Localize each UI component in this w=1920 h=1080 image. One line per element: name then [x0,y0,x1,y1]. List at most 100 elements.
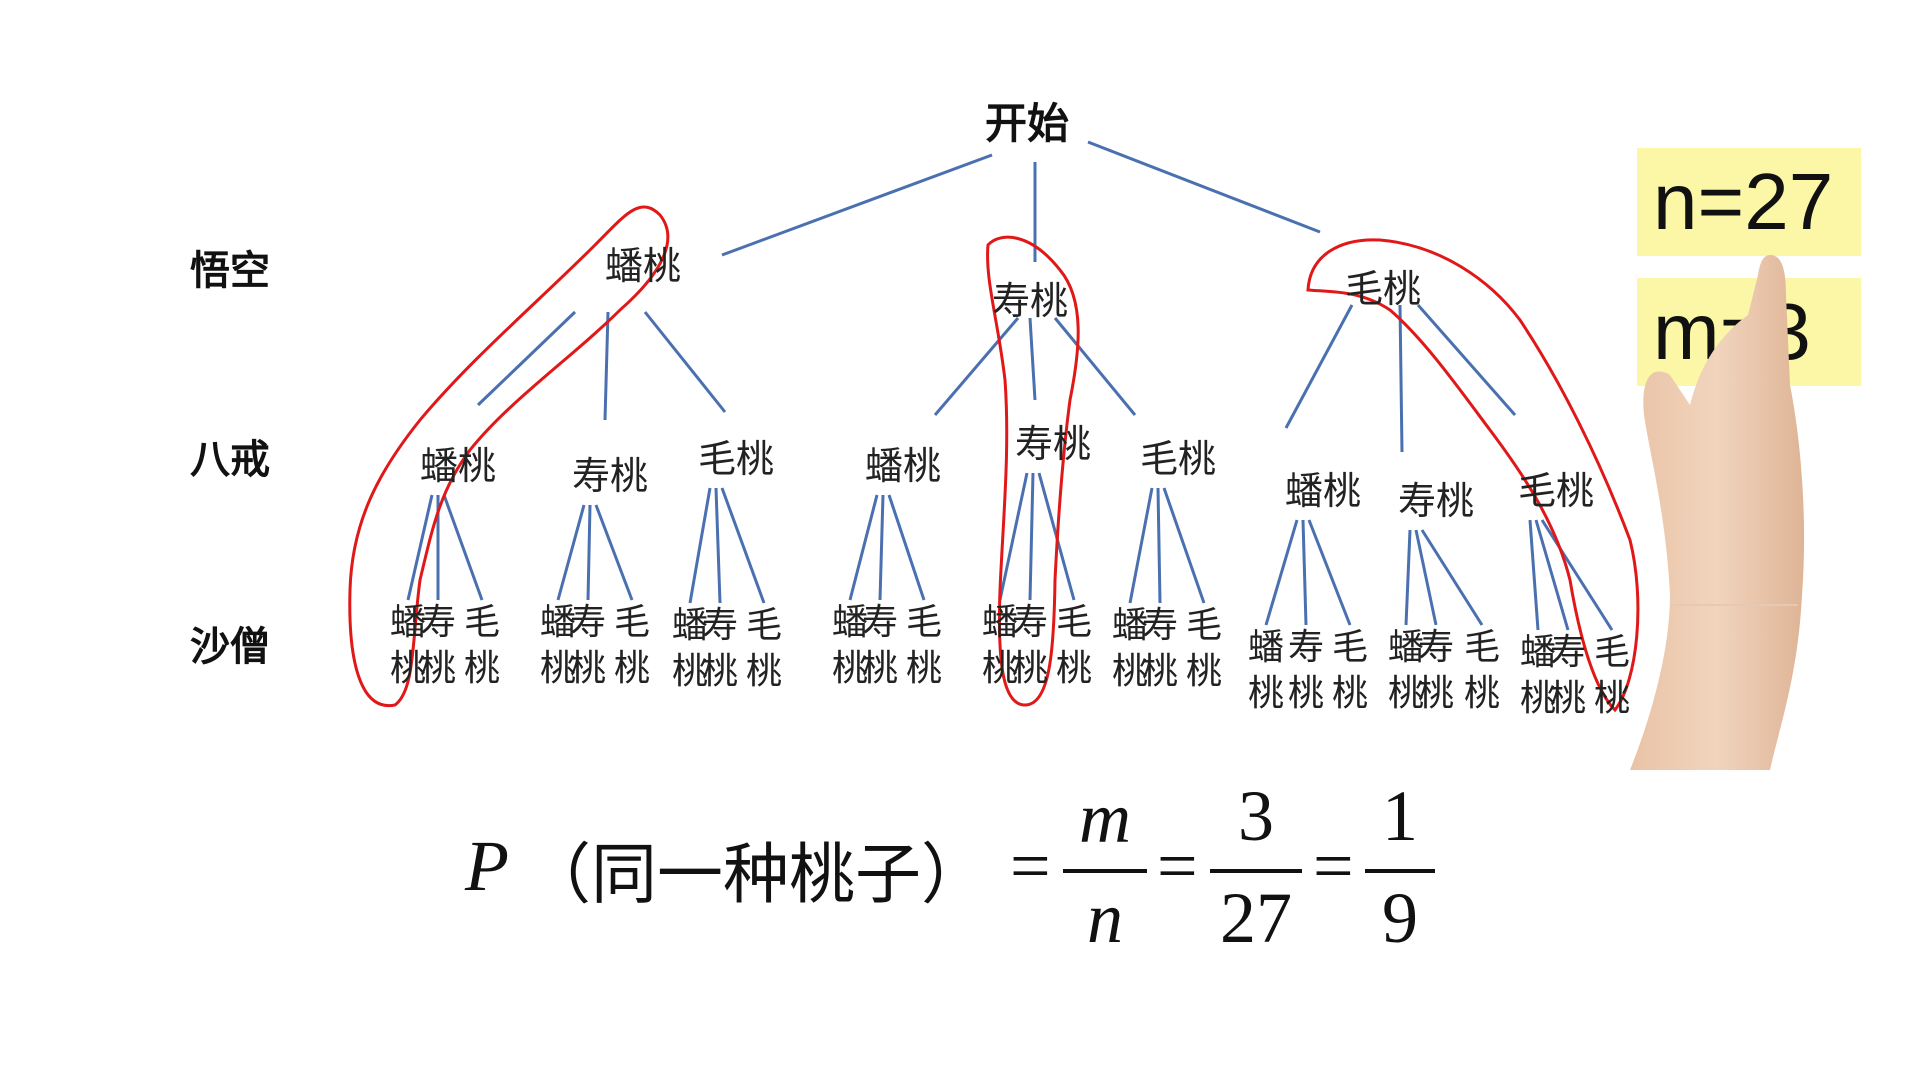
tree-edge-l2-leaf [1414,529,1438,626]
tree-edge-l2-leaf [406,494,434,601]
tree-edge-l1-l2 [603,311,610,421]
hand-image [1630,255,1805,770]
leaf-char-top: 蟠 [671,605,708,646]
tree-edge-root-l1-2 [1087,140,1321,234]
root-node-label: 开始 [985,99,1070,148]
leaf-node: 毛桃 [1592,630,1632,722]
leaf-char-top: 毛 [1055,602,1092,643]
level2-node: 寿桃 [1398,479,1475,523]
leaf-char-bottom: 桃 [1417,673,1454,714]
row-label-shaseng: 沙僧 [190,624,270,670]
leaf-char-bottom: 桃 [539,648,576,689]
equals-sign-1: = [1010,826,1051,906]
level1-node-1: 寿桃 [992,279,1069,323]
tree-edge-l2-leaf [1540,519,1614,631]
leaf-node: 寿桃 [568,600,608,692]
leaf-char-bottom: 桃 [419,648,456,689]
leaf-node: 蟠桃 [980,600,1020,692]
level2-node: 蟠桃 [865,444,942,488]
leaf-node: 蟠桃 [1518,630,1558,722]
leaf-char-bottom: 桃 [671,651,708,692]
level1-node-2: 毛桃 [1345,267,1422,311]
leaf-char-bottom: 桃 [981,648,1018,689]
tree-edge-l1-l2 [643,311,727,413]
tree-edge-l1-l2 [1028,317,1037,401]
equals-sign-3: = [1313,826,1354,906]
leaf-node: 蟠桃 [388,600,428,692]
level2-node: 蟠桃 [1285,469,1362,513]
tree-edge-l2-leaf [1528,519,1540,631]
leaf-char-top: 寿 [419,602,456,643]
tree-edge-l2-leaf [1404,529,1412,626]
level2-node: 寿桃 [1015,422,1092,466]
level2-node: 毛桃 [1140,437,1217,481]
tree-edge-l2-leaf [1264,519,1299,626]
tree-edge-l2-leaf [1420,529,1484,626]
tree-edge-l2-leaf [848,494,879,601]
leaf-char-top: 寿 [1287,627,1324,668]
leaf-char-bottom: 桃 [1141,651,1178,692]
tree-edge-l2-leaf [1162,487,1206,604]
leaf-char-bottom: 桃 [463,648,500,689]
leaf-char-top: 毛 [1593,632,1630,673]
tree-edge-l2-leaf [887,494,926,601]
leaf-char-bottom: 桃 [1387,673,1424,714]
leaf-node: 寿桃 [1010,600,1050,692]
fraction2-numerator: 3 [1238,776,1274,856]
leaf-node: 蟠桃 [1386,625,1426,717]
leaf-char-top: 蟠 [981,602,1018,643]
leaf-node: 寿桃 [1286,625,1326,717]
leaf-char-bottom: 桃 [1011,648,1048,689]
leaf-node: 寿桃 [700,603,740,695]
tree-edge-l2-leaf [556,504,586,601]
equals-sign-2: = [1157,826,1198,906]
fraction1-numerator: m [1079,778,1131,858]
leaf-node: 毛桃 [1462,625,1502,717]
n-count-box: n=27 [1637,148,1861,256]
fraction1-denominator: n [1087,878,1123,958]
leaf-char-top: 寿 [1549,632,1586,673]
row-label-bajie: 八戒 [190,437,270,483]
leaf-char-top: 蟠 [1111,605,1148,646]
leaf-char-bottom: 桃 [1287,673,1324,714]
leaf-char-top: 毛 [613,602,650,643]
tree-edge-l1-l2 [933,317,1020,416]
fraction3-bar [1365,869,1435,873]
leaf-char-top: 蟠 [539,602,576,643]
tree-edge-l2-leaf [998,472,1029,601]
tree-edge-l2-leaf [688,487,712,604]
leaf-char-top: 蟠 [1247,627,1284,668]
leaf-node: 寿桃 [418,600,458,692]
tree-edge-l2-leaf [594,504,634,601]
leaf-node: 蟠桃 [830,600,870,692]
fraction3-denominator: 9 [1382,878,1418,958]
leaf-char-top: 寿 [701,605,738,646]
leaf-node: 毛桃 [904,600,944,692]
leaf-node: 蟠桃 [538,600,578,692]
tree-edge-l2-leaf [1301,519,1308,626]
fraction2-denominator: 27 [1220,878,1292,958]
highlight-loop-shoutao [986,235,1080,707]
fraction3-numerator: 1 [1382,776,1418,856]
leaf-node: 寿桃 [1416,625,1456,717]
leaf-char-bottom: 桃 [1519,678,1556,719]
tree-edge-l2-leaf [878,494,885,601]
tree-edge-l2-leaf [720,487,766,604]
leaf-node: 寿桃 [1140,603,1180,695]
leaf-char-top: 毛 [1185,605,1222,646]
level2-node: 毛桃 [698,437,775,481]
leaf-char-top: 寿 [569,602,606,643]
leaf-char-bottom: 桃 [1331,673,1368,714]
leaf-char-bottom: 桃 [1247,673,1284,714]
leaf-node: 毛桃 [1054,600,1094,692]
level2-node: 毛桃 [1518,469,1595,513]
leaf-char-top: 寿 [861,602,898,643]
tree-edge-l2-leaf [586,504,592,601]
leaf-char-top: 蟠 [1387,627,1424,668]
leaf-char-top: 寿 [1417,627,1454,668]
tree-edge-l2-leaf [1307,519,1352,626]
leaf-char-top: 蟠 [1519,632,1556,673]
probability-formula: P （同一种桃子） = m n = 3 27 = 1 9 [465,776,1465,958]
leaf-char-bottom: 桃 [569,648,606,689]
